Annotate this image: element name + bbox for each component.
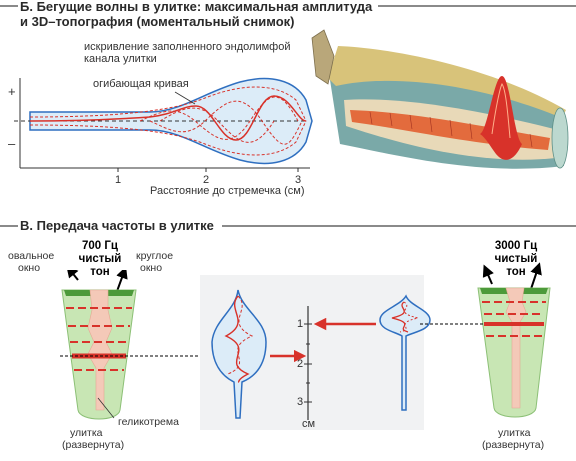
cochlea-3d-illustration [311,29,569,169]
freq-right-line3: тон [506,266,526,278]
scale-tick-2: 2 [297,358,304,370]
freq-left-line2: чистый [78,253,122,265]
right-unrolled-cochlea [430,262,551,418]
axis-label: Расстояние до стремечка (см) [150,185,305,197]
envelope-curve-upper [29,86,307,122]
wave-snapshot-2 [149,100,303,145]
axis-tick-1: 1 [115,174,122,186]
low-freq-envelope [211,289,267,419]
freq-left-line1: 700 Гц [82,240,118,252]
section-b-rule-right [378,5,576,7]
cochlea-right-label-line1: улитка [498,427,531,439]
wave-current [29,95,307,141]
section-c-rule [0,225,18,227]
axis-tick-2: 2 [203,174,210,186]
helicotrema-label: геликотрема [118,416,179,428]
freq-right-line2: чистый [494,253,538,265]
section-b-title-line2: и 3D–топография (моментальный снимок) [20,14,295,29]
scale-tick-3: 3 [297,396,304,408]
wave-snapshot-3 [159,107,275,143]
section-c-rule-right [222,225,576,227]
cochlea-right-label-line2: (развернута) [482,439,545,451]
cochlea-left-label-line1: улитка [70,427,103,439]
minus-sign: – [8,136,16,151]
left-unrolled-cochlea [60,270,200,420]
scale-unit: см [302,418,316,430]
envelope-curve-lower [29,120,307,156]
oval-window-arrow [66,270,79,281]
wave-snapshot-1 [139,96,299,140]
frequency-mapping-diagram [211,289,436,420]
oval-window-label-line1: овальное [8,250,55,262]
canal-curvature-caption-line1: искривление заполненного эндолимфой [84,41,291,53]
round-window-label-line2: окно [140,262,163,274]
freq-left-line3: тон [90,266,110,278]
plus-sign: + [8,84,16,99]
oval-window-label-line2: окно [18,262,41,274]
envelope-curve-label: огибающая кривая [93,78,189,90]
section-b-rule [0,5,18,7]
section-c-title: В. Передача частоты в улитке [20,218,214,233]
high-freq-envelope [379,294,431,411]
freq-right-line1: 3000 Гц [494,240,538,252]
cochlea-left-label-line2: (развернута) [62,439,125,451]
traveling-wave-plot [14,77,313,172]
section-b-title-line1: Б. Бегущие волны в улитке: максимальная … [20,0,373,14]
canal-curvature-caption-line2: канала улитки [84,53,157,65]
round-window-label-line1: круглое [136,250,174,262]
axis-tick-3: 3 [295,174,302,186]
scale-tick-1: 1 [297,318,304,330]
